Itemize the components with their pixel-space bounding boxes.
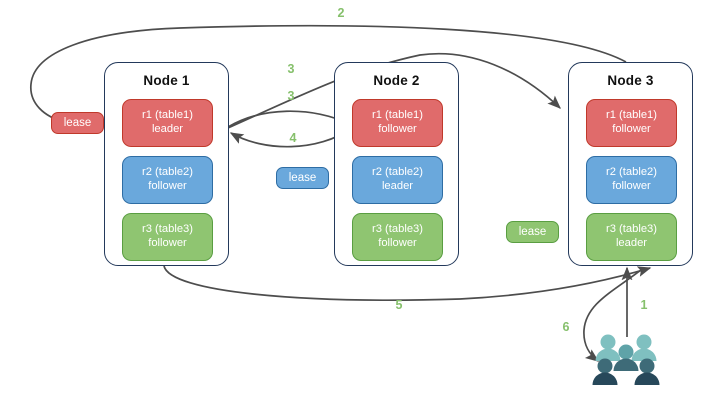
step-label-2: 2 [337,6,345,20]
node-3-replica-r2[interactable]: r2 (table2) follower [586,156,677,204]
arrow-step-5 [163,265,652,301]
step-label-1: 1 [640,298,648,312]
lease-red-box[interactable]: lease [51,112,104,134]
node-3-replica-r1[interactable]: r1 (table1) follower [586,99,677,147]
node-2-replica-r3-name: r3 (table3) [372,223,423,236]
node-3-replica-r3-role: leader [615,237,648,249]
node-2-replica-r1-role: follower [378,123,417,135]
node-3-replica-r2-name: r2 (table2) [606,166,657,179]
node-3-title: Node 3 [607,73,654,88]
node-1-box[interactable]: Node 1 r1 (table1) leader r2 (table2) fo… [104,62,229,266]
node-1-replica-r3[interactable]: r3 (table3) follower [122,213,213,261]
node-1-replica-r1-name: r1 (table1) [142,109,193,122]
node-3-replica-r1-name: r1 (table1) [606,109,657,122]
arrow-step-2 [30,24,627,125]
users-icon [592,334,660,385]
node-1-replica-r3-name: r3 (table3) [142,223,193,236]
node-1-replica-r1-role: leader [151,123,184,135]
node-1-replica-r2-name: r2 (table2) [142,166,193,179]
node-2-title: Node 2 [373,73,420,88]
node-2-replica-r2-role: leader [381,180,414,192]
node-3-box[interactable]: Node 3 r1 (table1) follower r2 (table2) … [568,62,693,266]
node-2-replica-r1[interactable]: r1 (table1) follower [352,99,443,147]
node-3-replica-r3[interactable]: r3 (table3) leader [586,213,677,261]
lease-blue-box[interactable]: lease [276,167,329,189]
node-2-box[interactable]: Node 2 r1 (table1) follower r2 (table2) … [334,62,459,266]
lease-green-box[interactable]: lease [506,221,559,243]
node-2-replica-r3-role: follower [378,237,417,249]
node-3-replica-r1-role: follower [612,123,651,135]
node-1-replica-r2-role: follower [148,180,187,192]
node-2-replica-r2[interactable]: r2 (table2) leader [352,156,443,204]
node-2-replica-r2-name: r2 (table2) [372,166,423,179]
node-1-replica-r1[interactable]: r1 (table1) leader [122,99,213,147]
arrow-step-6 [583,269,642,362]
step-label-6: 6 [562,320,570,334]
node-1-replica-r3-role: follower [148,237,187,249]
arrow-step-3-to-node2 [227,110,352,128]
node-1-title: Node 1 [143,73,190,88]
arrow-step-3-to-node3 [227,52,561,129]
node-1-replica-r2[interactable]: r2 (table2) follower [122,156,213,204]
step-label-3b: 3 [287,89,295,103]
step-label-4: 4 [289,131,297,145]
step-label-3a: 3 [287,62,295,76]
node-2-replica-r1-name: r1 (table1) [372,109,423,122]
node-3-replica-r3-name: r3 (table3) [606,223,657,236]
node-3-replica-r2-role: follower [612,180,651,192]
step-label-5: 5 [395,298,403,312]
node-2-replica-r3[interactable]: r3 (table3) follower [352,213,443,261]
